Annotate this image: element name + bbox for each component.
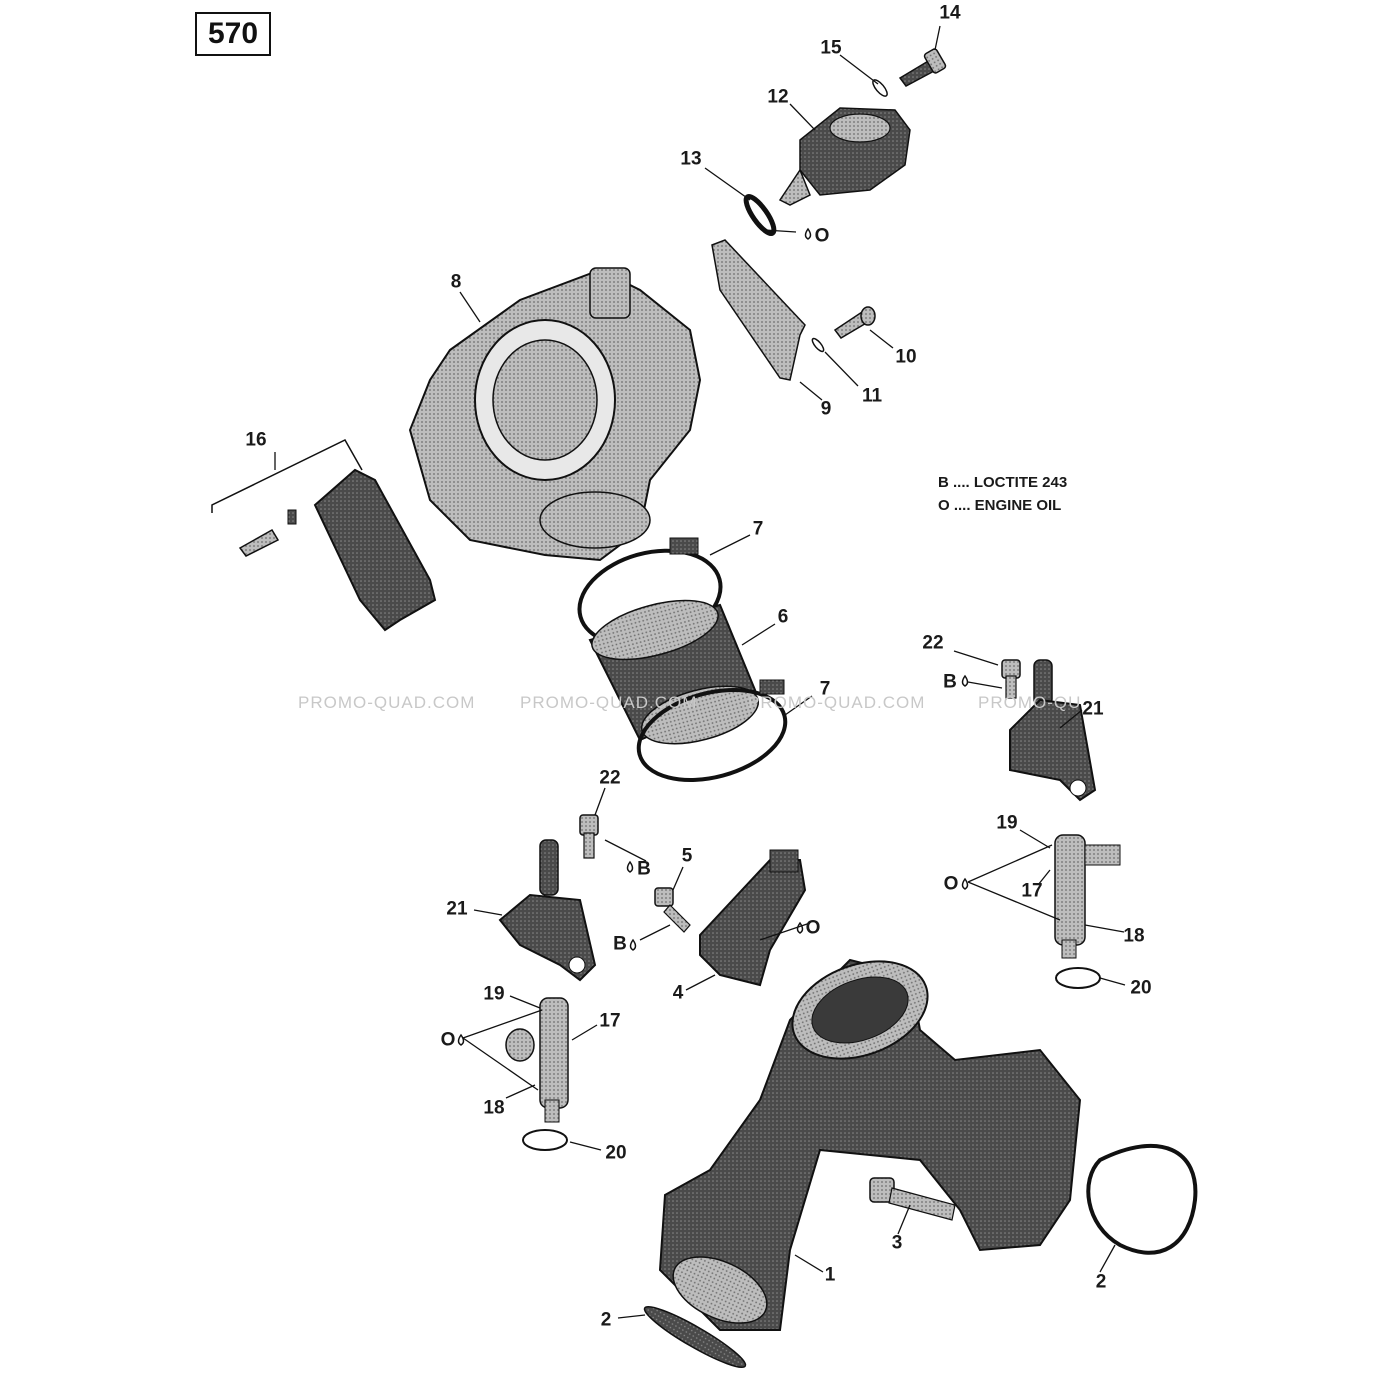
callout-22-left: 22: [599, 767, 621, 789]
callout-18-right: 18: [1123, 925, 1145, 947]
callout-19-right: 19: [996, 812, 1018, 834]
clamp-part-7-lower: [636, 679, 788, 782]
watermark: PROMO-QU: [978, 693, 1082, 712]
sensor-assembly-part-16: [211, 439, 437, 632]
callout-8: 8: [450, 271, 462, 293]
callout-3: 3: [891, 1232, 903, 1254]
callout-20-left: 20: [605, 1142, 627, 1164]
callout-9: 9: [820, 398, 832, 420]
gasket-part-2-left: [643, 1305, 747, 1369]
callout-22-right: 22: [922, 632, 944, 654]
callout-16: 16: [245, 429, 267, 451]
marker-loctite-bolt-22-left: B: [637, 858, 651, 880]
legend-loctite: B .... LOCTITE 243: [938, 474, 1068, 491]
bolt-part-22-right: [1001, 659, 1021, 699]
watermark: PROMO-QUAD.COM: [298, 693, 476, 712]
marker-oil-injector-right: O: [943, 873, 959, 895]
fuel-rail-part-21-left: [498, 839, 597, 982]
watermark: PROMO-QUAD.COM: [748, 693, 926, 712]
callout-4: 4: [672, 982, 684, 1004]
callout-2-left: 2: [600, 1309, 612, 1331]
gasket-part-9: [711, 239, 806, 381]
callout-5: 5: [681, 845, 693, 867]
throttle-body-part-8: [408, 267, 702, 562]
marker-oil-injector-left: O: [440, 1029, 456, 1051]
washer-part-11: [811, 337, 825, 353]
callout-11: 11: [861, 385, 883, 407]
marker-loctite-bolt-22-right: B: [943, 671, 957, 693]
screw-part-10: [833, 306, 876, 339]
diagram-number-box: 570: [195, 12, 271, 56]
callout-17-left: 17: [599, 1010, 621, 1032]
callout-21-right: 21: [1082, 698, 1104, 720]
callout-17-right: 17: [1021, 880, 1043, 902]
injector-left: [505, 997, 569, 1123]
callout-21-left: 21: [446, 898, 468, 920]
oring-part-20-right: [1055, 967, 1101, 989]
legend-engine-oil: O .... ENGINE OIL: [938, 497, 1062, 514]
callout-15: 15: [820, 37, 842, 59]
screw-part-14: [898, 48, 947, 87]
marker-loctite-bolt-5: B: [613, 933, 627, 955]
leader-lines: [274, 25, 1126, 1319]
callout-18-left: 18: [483, 1097, 505, 1119]
callout-7-upper: 7: [752, 518, 764, 540]
callout-20-right: 20: [1130, 977, 1152, 999]
callout-19-left: 19: [483, 983, 505, 1005]
drop-glyphs: [457, 227, 969, 1046]
bolt-part-3: [869, 1177, 956, 1221]
callout-14: 14: [939, 2, 961, 24]
callout-13: 13: [680, 148, 702, 170]
marker-oil-oring: O: [814, 225, 830, 247]
watermark: PROMO-QUAD.COM: [520, 693, 698, 712]
marker-oil-sensor: O: [805, 917, 821, 939]
intake-manifold-part-1: [658, 958, 1082, 1331]
sensor-part-4: [699, 849, 807, 987]
callout-2-right: 2: [1095, 1271, 1107, 1293]
idle-valve-part-12: [778, 107, 911, 206]
callout-6: 6: [777, 606, 789, 628]
gasket-part-2-right: [1086, 1143, 1198, 1255]
intake-boot-part-6: [588, 599, 760, 745]
fuel-rail-part-21-right: [1009, 659, 1097, 802]
callout-10: 10: [895, 346, 917, 368]
bolt-part-22-left: [579, 814, 599, 859]
oring-part-13: [743, 194, 777, 236]
callout-1: 1: [824, 1264, 836, 1286]
oring-part-20-left: [522, 1129, 568, 1151]
callout-7-lower: 7: [819, 678, 831, 700]
callout-12: 12: [767, 86, 789, 108]
bolt-part-5: [654, 887, 691, 933]
injector-right: [1054, 834, 1121, 959]
